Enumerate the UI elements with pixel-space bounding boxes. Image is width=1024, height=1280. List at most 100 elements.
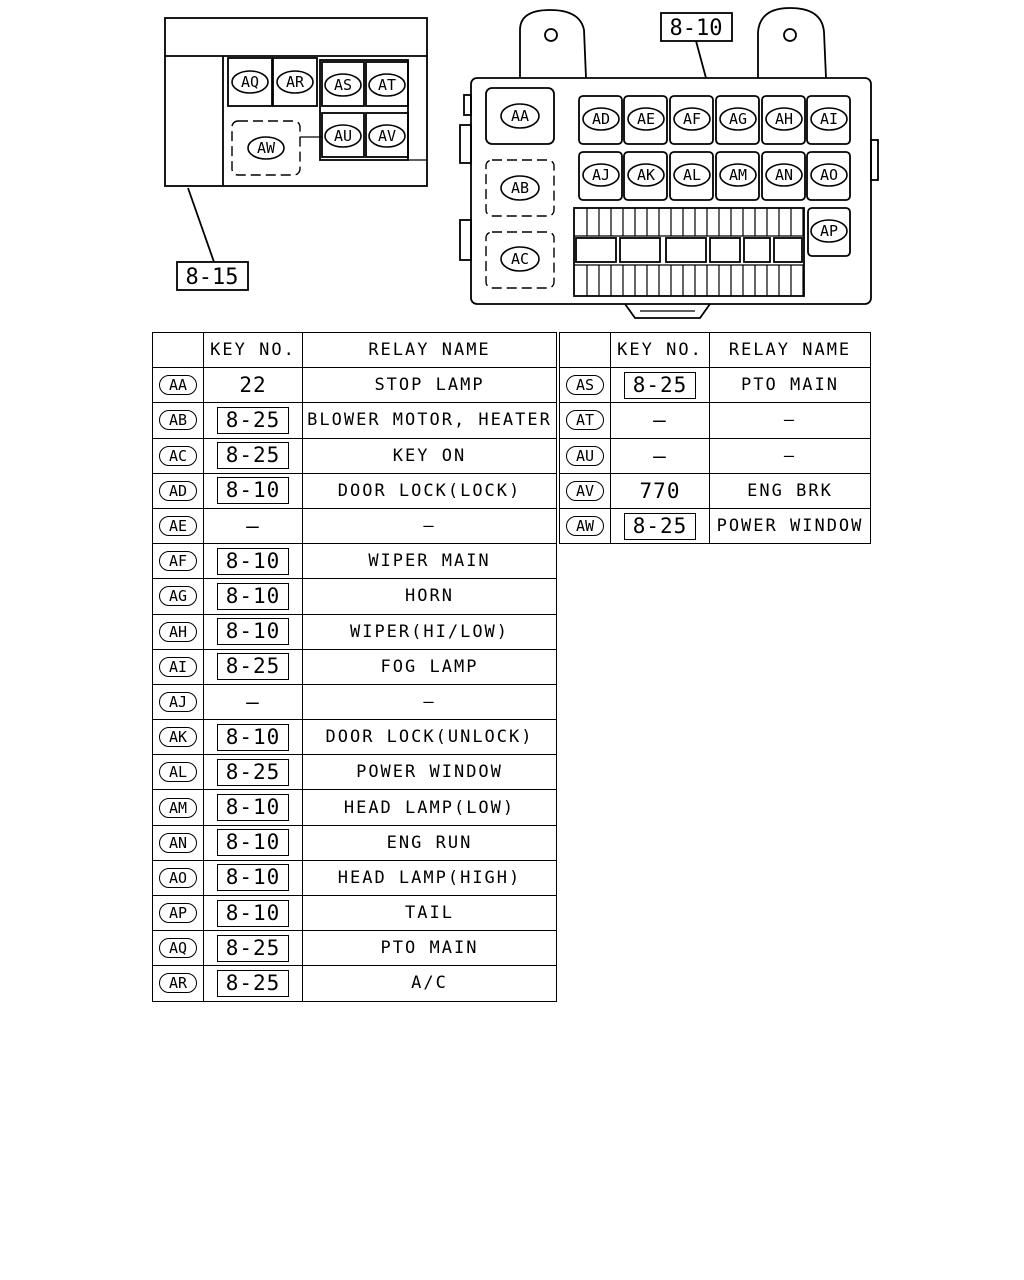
- relay-name-cell: —: [709, 402, 871, 439]
- relay-key-oval: AB: [159, 410, 197, 431]
- relay-name-value: HEAD LAMP(HIGH): [337, 867, 522, 888]
- relay-key-oval: AW: [566, 516, 604, 537]
- key-no-value: —: [653, 408, 667, 433]
- key-no-value: 8-25: [216, 758, 290, 786]
- key-no-cell: 8-25: [203, 648, 303, 685]
- table-header-row: KEY NO. RELAY NAME: [559, 331, 871, 369]
- relay-key-oval: AU: [566, 445, 604, 466]
- key-cell: AN: [152, 824, 204, 861]
- relay-oval: [719, 107, 757, 131]
- key-no-cell: —: [203, 683, 303, 721]
- key-cell: AI: [152, 648, 204, 685]
- key-no-value: 8-10: [216, 899, 290, 927]
- callout-8-10: 8-10: [660, 12, 733, 79]
- key-no-value: 8-25: [216, 934, 290, 962]
- key-no-cell: —: [203, 507, 303, 545]
- relay-key-oval: AP: [159, 903, 197, 924]
- relay-oval: [231, 70, 269, 94]
- relay-oval-label: AH: [775, 110, 793, 128]
- relay-oval-label: AS: [334, 76, 352, 94]
- key-no-value: 8-25: [216, 653, 290, 681]
- relay-oval-label: AV: [378, 127, 396, 145]
- relay-oval-label: AU: [334, 127, 352, 145]
- relay-oval-label: AA: [511, 107, 529, 125]
- header-key-no: KEY NO.: [203, 331, 303, 369]
- key-no-value: 8-10: [216, 547, 290, 575]
- relay-oval-label: AG: [729, 110, 747, 128]
- relay-name-value: PTO MAIN: [741, 375, 839, 396]
- key-cell: AJ: [152, 683, 204, 721]
- relay-name-value: WIPER(HI/LOW): [349, 621, 510, 642]
- relay-key-oval: AN: [159, 832, 197, 853]
- relay-name-value: —: [783, 445, 797, 466]
- relay-name-value: DOOR LOCK(UNLOCK): [325, 727, 534, 748]
- relay-oval: [247, 136, 285, 160]
- relay-key-oval: AV: [566, 480, 604, 501]
- relay-oval: [324, 73, 362, 97]
- key-no-cell: 8-25: [203, 754, 303, 791]
- header-relay-name: RELAY NAME: [302, 331, 557, 369]
- relay-oval-label: AI: [820, 110, 838, 128]
- key-cell: AS: [559, 367, 611, 404]
- key-cell: AG: [152, 578, 204, 615]
- relay-name-value: HORN: [405, 586, 454, 607]
- right-relay-panel: [459, 7, 879, 319]
- relay-oval: [719, 163, 757, 187]
- relay-name-cell: STOP LAMP: [302, 367, 557, 404]
- key-cell: AE: [152, 507, 204, 545]
- relay-name-value: —: [423, 516, 436, 537]
- relay-oval-label: AT: [378, 76, 396, 94]
- relay-oval: [324, 124, 362, 148]
- relay-key-oval: AA: [159, 375, 197, 396]
- relay-oval-label: AW: [257, 139, 276, 157]
- relay-name-cell: WIPER MAIN: [302, 543, 557, 580]
- relay-key-oval: AR: [159, 973, 197, 994]
- relay-oval-label: AM: [729, 166, 747, 184]
- relay-oval-label: AE: [637, 110, 655, 128]
- key-no-cell: 8-10: [203, 859, 303, 897]
- relay-name-cell: KEY ON: [302, 437, 557, 474]
- header-key: [559, 331, 611, 369]
- key-no-value: 8-25: [216, 442, 290, 470]
- header-relay-name: RELAY NAME: [709, 331, 871, 369]
- relay-key-oval: AF: [159, 551, 197, 572]
- key-cell: AW: [559, 507, 611, 545]
- relay-name-cell: DOOR LOCK(UNLOCK): [302, 719, 557, 756]
- relay-oval: [810, 219, 848, 243]
- key-cell: AH: [152, 613, 204, 650]
- relay-name-cell: HORN: [302, 578, 557, 615]
- relay-key-oval: AT: [566, 410, 604, 431]
- key-cell: AQ: [152, 930, 204, 967]
- relay-key-oval: AM: [159, 797, 197, 818]
- callout-8-15: 8-15: [176, 187, 249, 291]
- relay-name-cell: BLOWER MOTOR, HEATER: [302, 402, 557, 439]
- relay-oval: [368, 73, 406, 97]
- key-cell: AO: [152, 859, 204, 897]
- relay-name-value: ENG RUN: [386, 832, 473, 853]
- key-no-cell: 8-10: [203, 543, 303, 580]
- relay-key-oval: AI: [159, 656, 197, 677]
- key-cell: AP: [152, 894, 204, 932]
- relay-oval-label: AJ: [592, 166, 610, 184]
- key-no-value: 8-25: [216, 406, 290, 434]
- relay-oval: [500, 246, 540, 272]
- key-no-cell: 770: [610, 472, 710, 509]
- relay-key-oval: AQ: [159, 938, 197, 959]
- relay-name-cell: PTO MAIN: [709, 367, 871, 404]
- key-no-cell: 8-25: [610, 507, 710, 545]
- relay-name-value: PTO MAIN: [380, 938, 479, 959]
- relay-oval-label: AO: [820, 166, 838, 184]
- relay-key-oval: AK: [159, 727, 197, 748]
- table-header-row: KEY NO. RELAY NAME: [152, 331, 557, 369]
- relay-name-cell: A/C: [302, 965, 557, 1002]
